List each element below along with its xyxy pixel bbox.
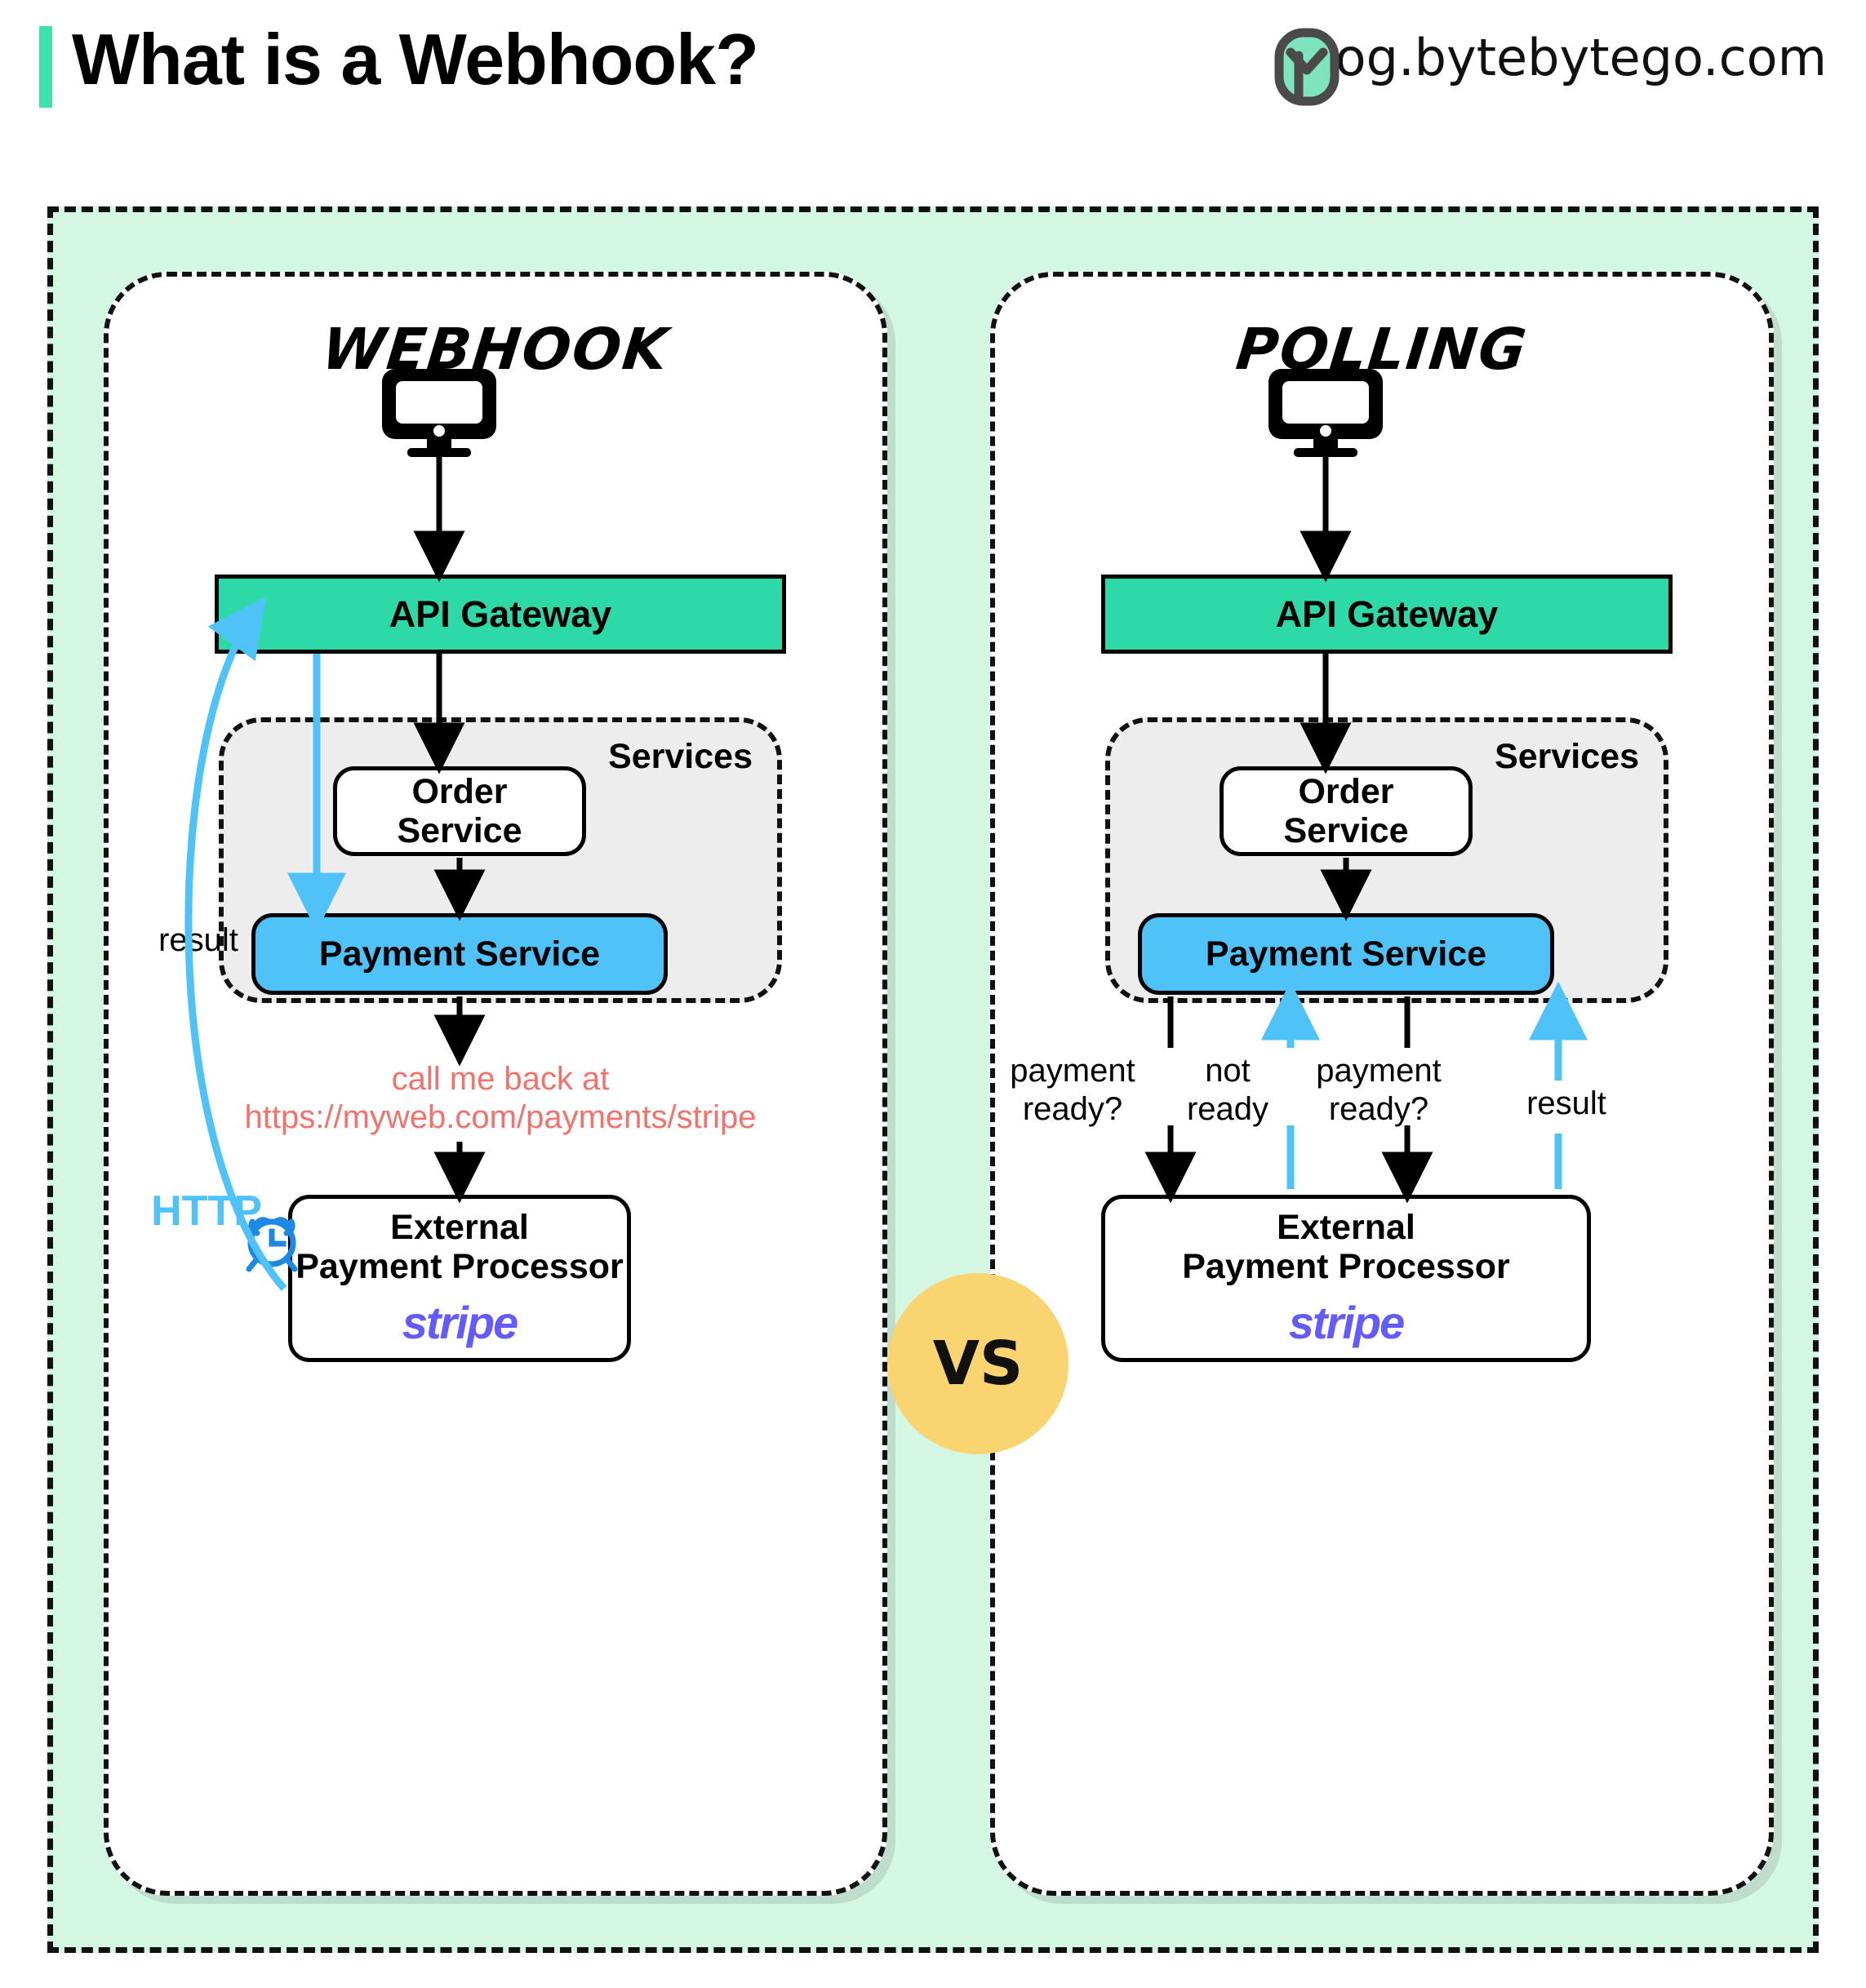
panel-webhook: Webhook API Gateway Services Order Servi…: [104, 272, 887, 1896]
poll-label-ask-2: payment ready?: [1273, 1052, 1485, 1129]
stripe-logo: stripe: [1288, 1297, 1405, 1349]
brand-block: blog.bytebytego.com: [1274, 28, 1827, 106]
external-payment-processor-node[interactable]: External Payment Processor stripe: [1101, 1195, 1591, 1362]
callback-note: call me back at https://myweb.com/paymen…: [109, 1060, 892, 1137]
services-group-label: Services: [1495, 737, 1639, 776]
callback-note-line1: call me back at: [391, 1061, 610, 1097]
api-gateway-label: API Gateway: [1275, 592, 1499, 635]
services-group-label: Services: [608, 737, 753, 776]
brand-url-label: blog.bytebytego.com: [1289, 28, 1827, 87]
stripe-logo: stripe: [402, 1297, 518, 1349]
payment-service-node[interactable]: Payment Service: [251, 913, 668, 995]
order-service-line2: Service: [1283, 811, 1409, 850]
external-payment-processor-node[interactable]: External Payment Processor stripe: [288, 1195, 631, 1362]
poll-label-ask-1-line1: payment: [1010, 1053, 1135, 1089]
processor-line2: Payment Processor: [295, 1247, 624, 1287]
order-service-node[interactable]: Order Service: [333, 766, 586, 856]
poll-label-ask-2-line2: ready?: [1328, 1091, 1429, 1128]
result-label: result: [158, 922, 238, 958]
processor-line2: Payment Processor: [1182, 1247, 1510, 1287]
poll-label-ask-2-line1: payment: [1316, 1053, 1442, 1089]
vs-badge: VS: [887, 1273, 1069, 1454]
order-service-node[interactable]: Order Service: [1220, 766, 1473, 856]
order-service-line1: Order: [1298, 771, 1394, 811]
callback-note-line2: https://myweb.com/payments/stripe: [244, 1099, 757, 1136]
order-service-line1: Order: [411, 771, 508, 811]
poll-label-ask-1-line2: ready?: [1022, 1091, 1123, 1128]
webhook-arrows: [184, 455, 486, 1291]
page-title: What is a Webhook?: [72, 19, 759, 100]
processor-line1: External: [1277, 1207, 1415, 1247]
poll-label-reply-2: result: [1485, 1085, 1648, 1123]
poll-label-reply-1-line2: ready: [1186, 1091, 1269, 1128]
poll-label-reply-1: not ready: [1150, 1052, 1305, 1129]
api-gateway-box[interactable]: API Gateway: [1101, 575, 1673, 654]
vs-badge-label: VS: [932, 1329, 1024, 1399]
page-header: What is a Webhook? blog.bytebytego.com: [0, 0, 1866, 139]
polling-arrows: [1144, 455, 1588, 1204]
processor-line1: External: [390, 1207, 529, 1247]
diagram-canvas: Webhook API Gateway Services Order Servi…: [47, 206, 1819, 1953]
order-service-line2: Service: [397, 811, 522, 850]
poll-label-ask-1: payment ready?: [966, 1052, 1179, 1129]
title-accent-bar: [39, 26, 52, 108]
payment-service-label: Payment Service: [318, 934, 601, 974]
poll-label-reply-1-line1: not: [1205, 1053, 1251, 1089]
payment-service-label: Payment Service: [1205, 934, 1487, 974]
poll-label-reply-2-line1: result: [1526, 1085, 1606, 1121]
payment-service-node[interactable]: Payment Service: [1138, 913, 1554, 995]
panel-polling: Polling API Gateway Services Order Servi…: [990, 272, 1774, 1896]
api-gateway-label: API Gateway: [389, 592, 612, 635]
